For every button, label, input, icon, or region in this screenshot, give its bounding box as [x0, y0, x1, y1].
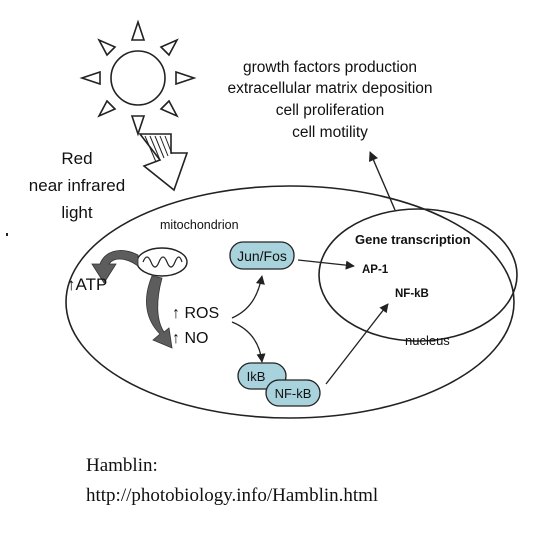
- outcome-cell-proliferation: cell proliferation: [276, 102, 385, 119]
- ikb-nfkb-complex: IkB NF-kB: [237, 362, 321, 407]
- arrow-nfkb-to-nucleus: [325, 303, 389, 385]
- arrow-ros-to-ikb: [231, 321, 266, 363]
- outcome-ecm-deposition: extracellular matrix deposition: [227, 80, 432, 97]
- mitochondrion-label: mitochondrion: [160, 218, 239, 232]
- atp-label: ↑ATP: [67, 275, 107, 294]
- nfkb-complex-label: NF-kB: [275, 386, 312, 401]
- no-label: ↑ NO: [172, 330, 208, 347]
- light-label-light: light: [61, 203, 92, 222]
- light-arrow-hatch-icon: [144, 135, 173, 163]
- cell-membrane: [65, 185, 515, 419]
- ros-label: ↑ ROS: [172, 305, 219, 322]
- arrow-junfos-to-ap1: [297, 259, 355, 270]
- ap1-label: AP-1: [362, 264, 389, 276]
- nucleus-label: nucleus: [405, 333, 450, 348]
- light-label-red: Red: [61, 149, 92, 168]
- mitochondrion-icon: [136, 247, 188, 277]
- jun-fos-label: Jun/Fos: [237, 248, 287, 264]
- ikb-label: IkB: [247, 369, 266, 384]
- outcome-growth-factors: growth factors production: [243, 59, 417, 76]
- edge-mark: [6, 233, 8, 236]
- citation-author: Hamblin:: [86, 455, 158, 476]
- arrow-mito-to-atp: [91, 250, 139, 284]
- arrow-mito-to-ros-no: [146, 275, 173, 349]
- citation-url[interactable]: http://photobiology.info/Hamblin.html: [86, 485, 378, 506]
- light-label-near-infrared: near infrared: [29, 176, 125, 195]
- arrow-nucleus-to-outcomes: [368, 151, 396, 211]
- nucleus-outline: [318, 208, 518, 342]
- light-arrow-icon: [138, 133, 189, 192]
- nfkb-nucleus-label: NF-kB: [395, 288, 429, 300]
- jun-fos-node: Jun/Fos: [229, 241, 295, 270]
- outcome-cell-motility: cell motility: [292, 124, 368, 141]
- gene-transcription-label: Gene transcription: [355, 232, 471, 247]
- arrow-ros-to-junfos: [231, 275, 265, 319]
- sun-icon: [79, 19, 197, 137]
